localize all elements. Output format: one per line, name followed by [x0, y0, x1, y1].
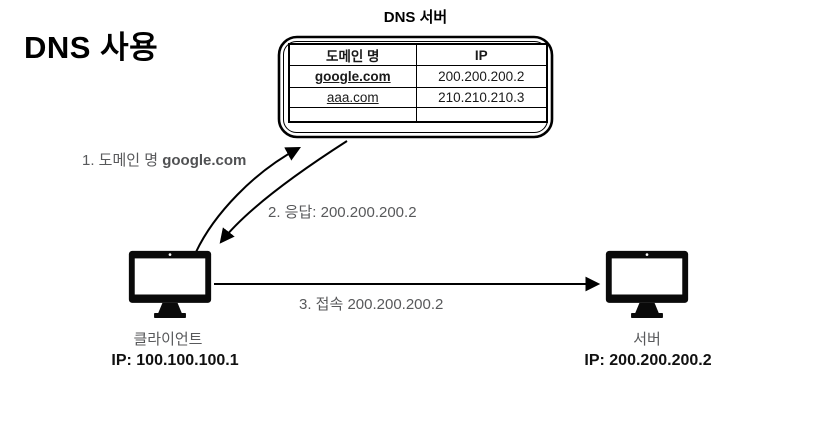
table-row-empty — [288, 107, 548, 122]
table-row: aaa.com 210.210.210.3 — [288, 87, 548, 108]
client-ip-label: IP: 100.100.100.1 — [111, 352, 239, 369]
dns-table-header-ip: IP — [415, 43, 548, 66]
page-title: DNS 사용 — [24, 30, 159, 65]
server-monitor-icon — [605, 250, 689, 318]
response-arrow — [219, 140, 348, 244]
step2-response-label: 2. 응답: 200.200.200.2 — [268, 204, 417, 221]
step1-domain: google.com — [162, 152, 247, 169]
server-ip-label: IP: 200.200.200.2 — [584, 352, 712, 369]
dns-table-header-row: 도메인 명 IP — [288, 43, 548, 66]
dns-server-caption: DNS 서버 — [383, 9, 448, 26]
dns-table-header-domain: 도메인 명 — [288, 43, 417, 66]
dns-entry-domain — [288, 107, 417, 122]
table-row: google.com 200.200.200.2 — [288, 65, 548, 88]
request-arrow — [195, 146, 301, 253]
dns-entry-ip: 210.210.210.3 — [415, 87, 548, 108]
dns-entry-ip: 200.200.200.2 — [415, 65, 548, 88]
dns-entry-ip — [415, 107, 548, 122]
dns-entry-domain: aaa.com — [288, 87, 417, 108]
dns-table: 도메인 명 IP google.com 200.200.200.2 aaa.co… — [288, 43, 548, 123]
server-label: 서버 — [633, 331, 661, 348]
client-monitor-icon — [128, 250, 212, 318]
dns-entry-domain: google.com — [288, 65, 417, 88]
step1-request-label: 1. 도메인 명 google.com — [82, 149, 246, 170]
client-label: 클라이언트 — [133, 331, 203, 348]
step1-prefix: 1. 도메인 명 — [82, 152, 159, 169]
step3-connect-label: 3. 접속 200.200.200.2 — [299, 296, 444, 313]
